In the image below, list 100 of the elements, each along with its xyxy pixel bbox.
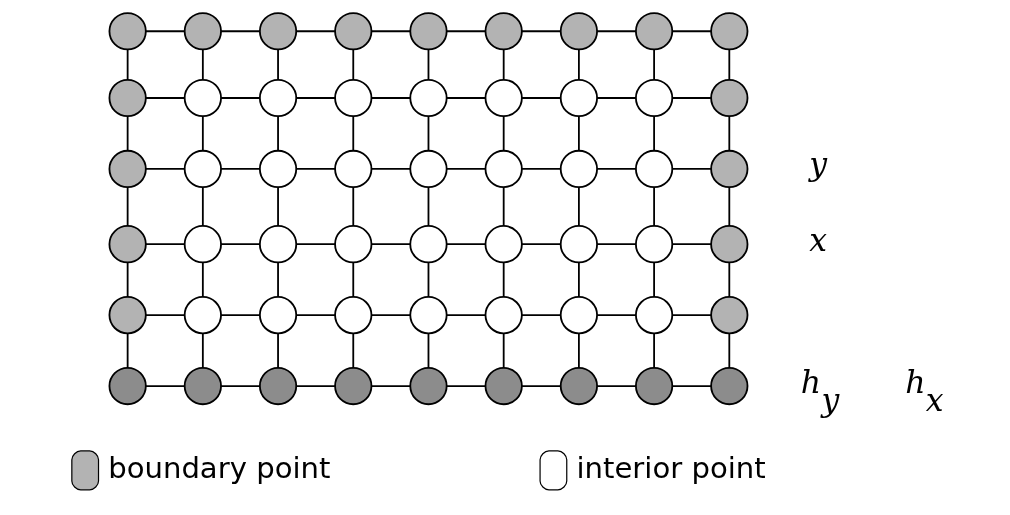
connector [652,186,655,227]
node-circle [634,78,673,118]
node-circle [709,296,748,335]
connector [201,115,204,152]
connector [727,261,730,298]
connector [445,243,486,246]
connector [520,385,562,387]
node-circle [709,366,748,406]
node-circle [183,78,222,118]
node-circle [709,78,748,118]
connector [577,261,580,298]
connector [351,261,354,298]
node-circle [634,225,673,264]
label: x [808,221,827,258]
connector [670,168,712,170]
connector [577,48,580,81]
connector [144,30,185,33]
connector [445,314,486,317]
node-circle [559,296,598,335]
connector [219,385,261,387]
connector [652,48,655,81]
node-circle [484,225,523,264]
connector [670,30,712,33]
connector [595,243,637,246]
connector [595,314,637,317]
node-circle [709,149,748,189]
connector [502,332,505,369]
connector [595,97,637,99]
node-circle [108,78,147,118]
connector [445,385,486,387]
connector [445,168,486,170]
node-circle [108,366,147,406]
connector [276,48,279,81]
node-circle [709,12,748,51]
connector [126,261,129,298]
node-circle [634,296,673,335]
connector [670,243,712,246]
connector [595,385,637,387]
connector [276,332,279,369]
connector [294,168,336,170]
connector [427,115,429,152]
connector [502,48,505,81]
node-circle [634,366,673,406]
connector [126,115,129,152]
connector [351,332,354,369]
node-circle [333,296,372,335]
connector [727,332,730,369]
connector [219,168,261,170]
node-circle [559,225,598,264]
node-circle [108,149,147,189]
node-circle [559,12,598,51]
node-circle [634,149,673,189]
connector [577,332,580,369]
connector [370,314,411,317]
node-circle [408,12,448,51]
connector [577,115,580,152]
connector [445,30,486,33]
connector [502,261,505,298]
node-circle [408,149,448,189]
node-circle [258,225,297,264]
connector [652,261,655,298]
node-circle [559,149,598,189]
node-circle [408,366,448,406]
connector [294,314,336,317]
node-circle [484,366,523,406]
connector [294,243,336,246]
node-circle [258,12,297,51]
connector [502,186,505,227]
node-circle [484,149,523,189]
connector [144,314,185,317]
connector [219,243,261,246]
connector [144,385,185,387]
connector [427,332,429,369]
connector [370,385,411,387]
connector [294,30,336,33]
connector [201,332,204,369]
connector [595,168,637,170]
connector [144,168,185,170]
legend-label: boundary point [107,450,330,485]
connector [276,186,279,227]
connector [201,261,204,298]
connector [652,115,655,152]
connector [670,314,712,317]
node-circle [634,12,673,51]
connector [144,97,185,99]
connector [727,115,730,152]
connector [670,97,712,99]
connector [144,243,185,246]
node-circle [559,366,598,406]
node-circle [183,225,222,264]
node-circle [408,296,448,335]
node-circle [709,225,748,264]
connector [219,30,261,33]
node-circle [108,12,147,51]
connector [219,97,261,99]
node-circle [408,225,448,264]
node-circle [333,149,372,189]
label: y [808,146,827,183]
node-circle [484,78,523,118]
connector [201,48,204,81]
